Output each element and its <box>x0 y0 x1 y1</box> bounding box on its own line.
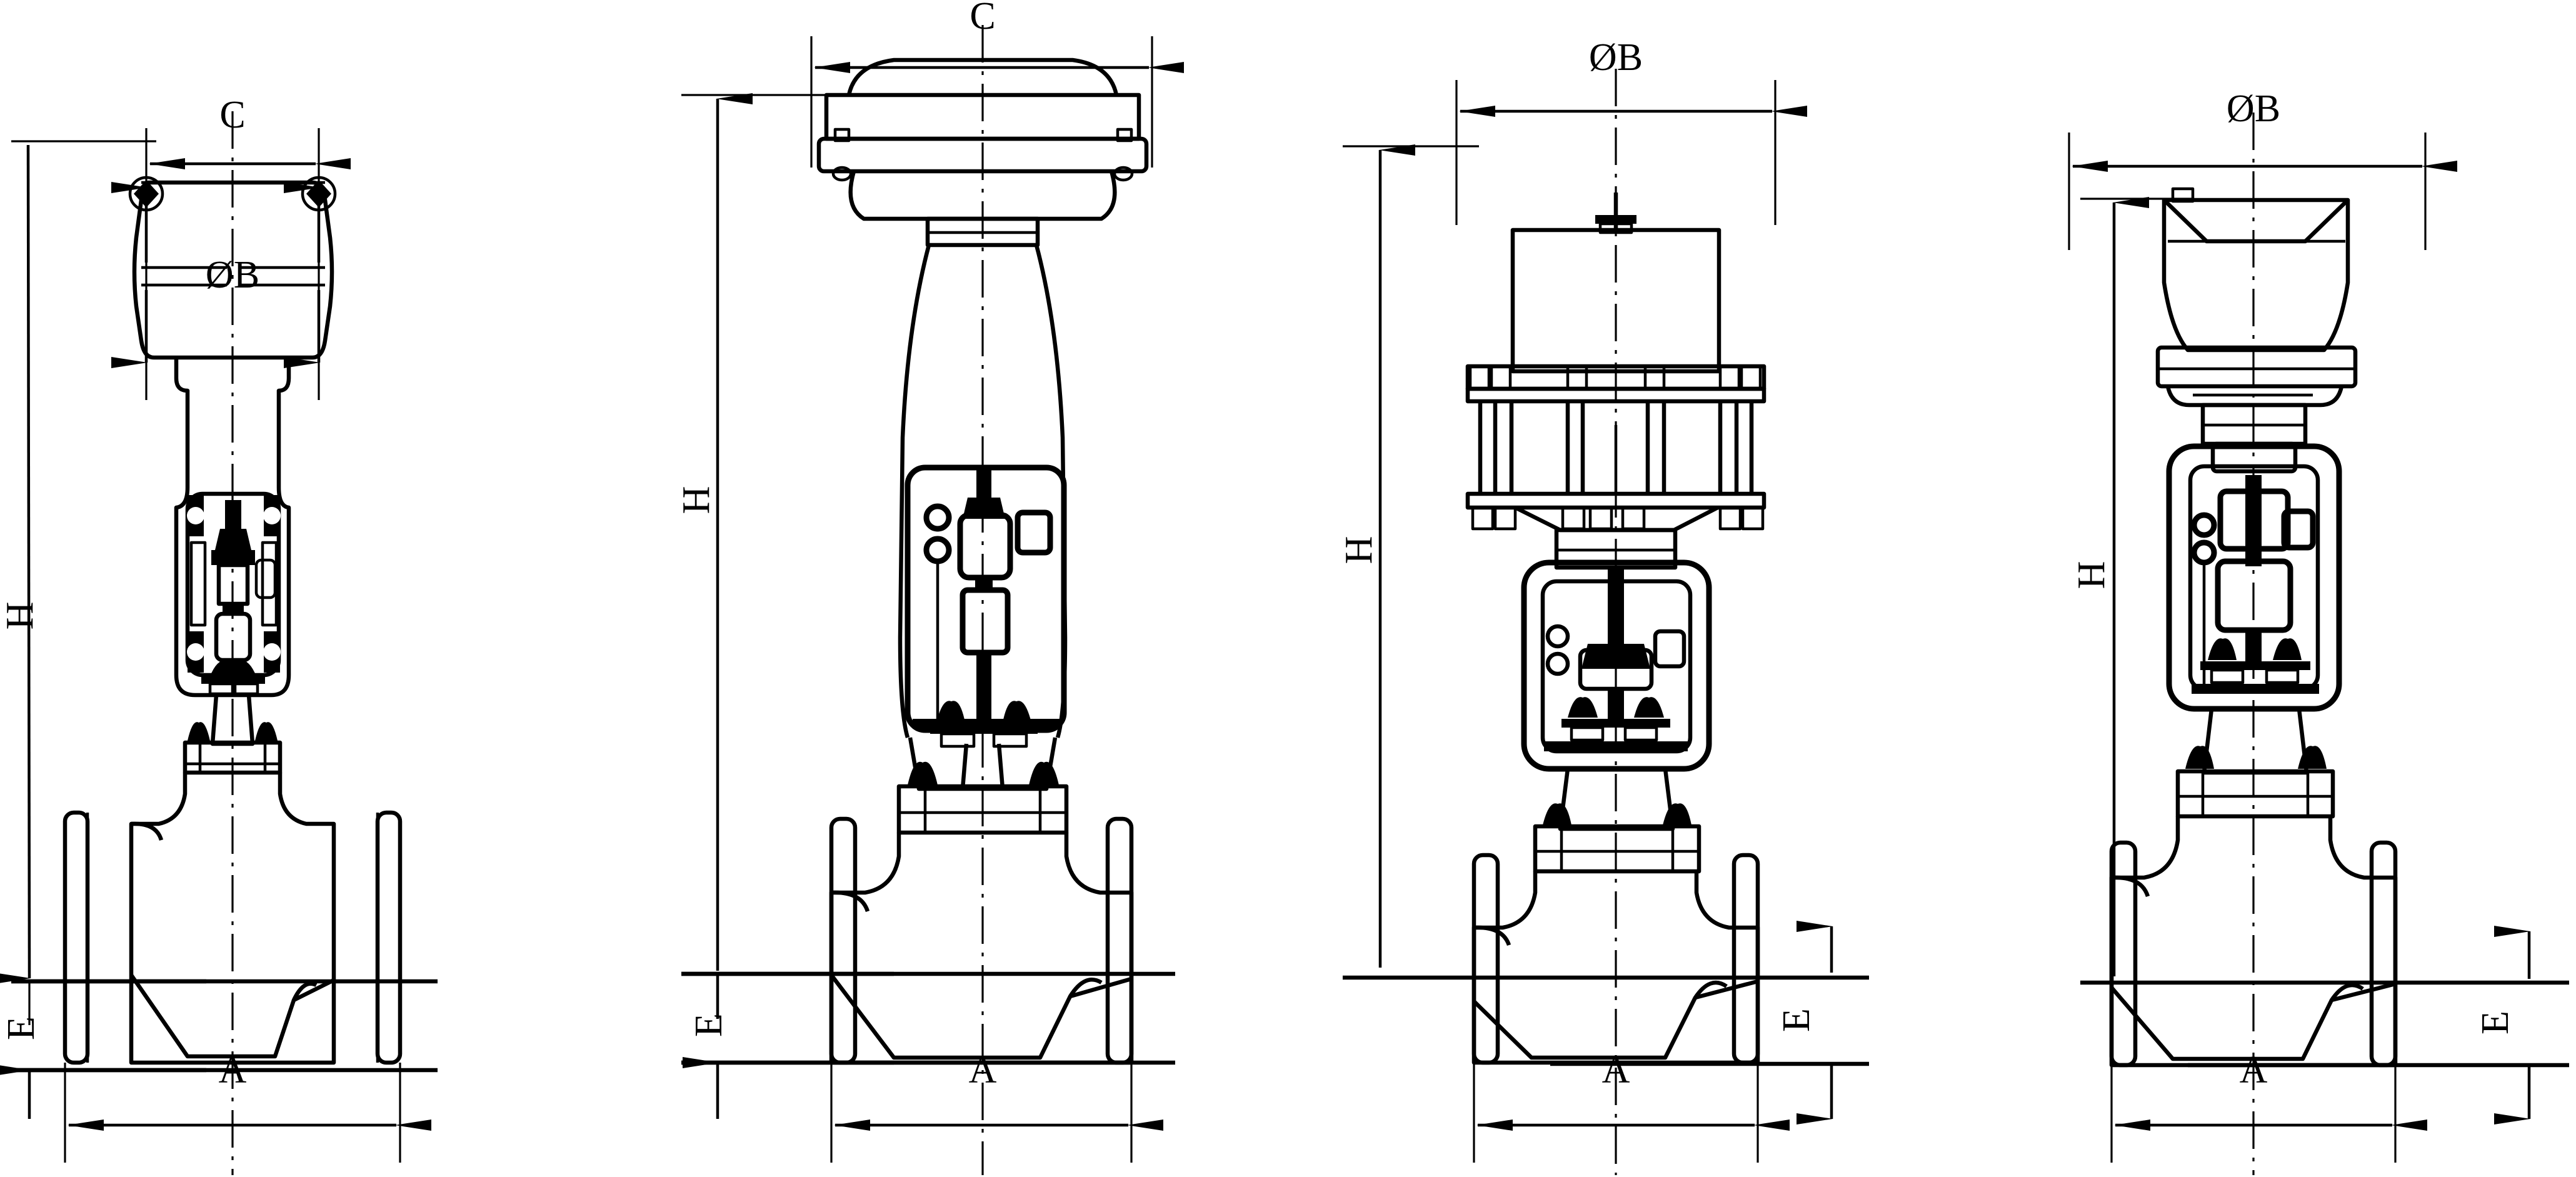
view-1-diaphragm-valve: C H E A <box>0 94 438 1175</box>
view-4-dimension-A: A <box>2110 1049 2427 1163</box>
view-3-bonnet-neck <box>1533 768 1701 874</box>
view-3-tie-rods <box>1465 401 1767 533</box>
view-3-label-E: E <box>1775 1008 1818 1032</box>
view-3-label-OB: ØB <box>1589 36 1643 79</box>
view-4-bonnet-neck <box>2175 708 2335 819</box>
view-3-label-A: A <box>1602 1049 1630 1091</box>
view-4-flanges <box>2109 840 2398 1068</box>
view-1-dimension-C: C <box>145 94 351 400</box>
view-3-cylinder-actuator <box>1465 193 1767 404</box>
view-1-flanges <box>63 810 403 1065</box>
view-4-label-OB: ØB <box>2227 88 2280 130</box>
view-2-label-E: E <box>688 1013 730 1037</box>
view-3-dimension-H: H <box>1338 144 1479 968</box>
view-4-label-H: H <box>2070 561 2113 589</box>
view-1-label-E: E <box>0 1016 43 1040</box>
view-3-dimension-OB: ØB <box>1455 36 1807 225</box>
view-1-valve-body <box>129 773 336 1065</box>
view-2-spacer-ring <box>925 216 1040 248</box>
view-2-label-C: C <box>970 0 995 38</box>
view-4-electric-actuator <box>2155 187 2358 408</box>
view-4-yoke <box>2166 443 2342 712</box>
view-1-yoke-bolting <box>187 495 281 673</box>
view-4-electric-actuator-valve: ØB H E A <box>2068 88 2569 1175</box>
view-2-bonnet-flange <box>896 761 1069 835</box>
view-1-label-OB: ØB <box>206 254 259 296</box>
view-2-dimension-H: H <box>675 93 825 971</box>
view-3-cylinder-actuator-valve: ØB H E A <box>1338 36 1869 1175</box>
view-1-dimension-OB: ØB <box>111 182 325 368</box>
view-3-valve-body <box>1471 871 1760 1065</box>
view-2-yoke-window <box>905 464 1067 748</box>
view-2-label-A: A <box>969 1049 997 1091</box>
view-3-flanges <box>1471 853 1760 1065</box>
view-4-label-E: E <box>2474 1011 2517 1034</box>
view-3-yoke <box>1521 559 1712 772</box>
view-1-dimension-H: H <box>0 140 156 984</box>
view-4-valve-body <box>2109 816 2398 1068</box>
view-3-label-H: H <box>1338 536 1380 564</box>
view-4-dimension-OB: ØB <box>2068 88 2457 250</box>
view-1-label-H: H <box>0 602 41 630</box>
view-2-yoke-neck <box>908 737 1058 791</box>
view-1-mounting-bosses <box>128 176 337 212</box>
view-3-spacer <box>1554 528 1678 570</box>
view-2-tall-yoke-valve: C H E A <box>675 0 1184 1175</box>
view-1-stem-assembly <box>201 500 265 696</box>
view-4-label-A: A <box>2240 1049 2268 1091</box>
view-1-bonnet-neck <box>183 694 283 775</box>
view-2-label-H: H <box>675 486 718 514</box>
view-1-label-C: C <box>219 94 245 136</box>
